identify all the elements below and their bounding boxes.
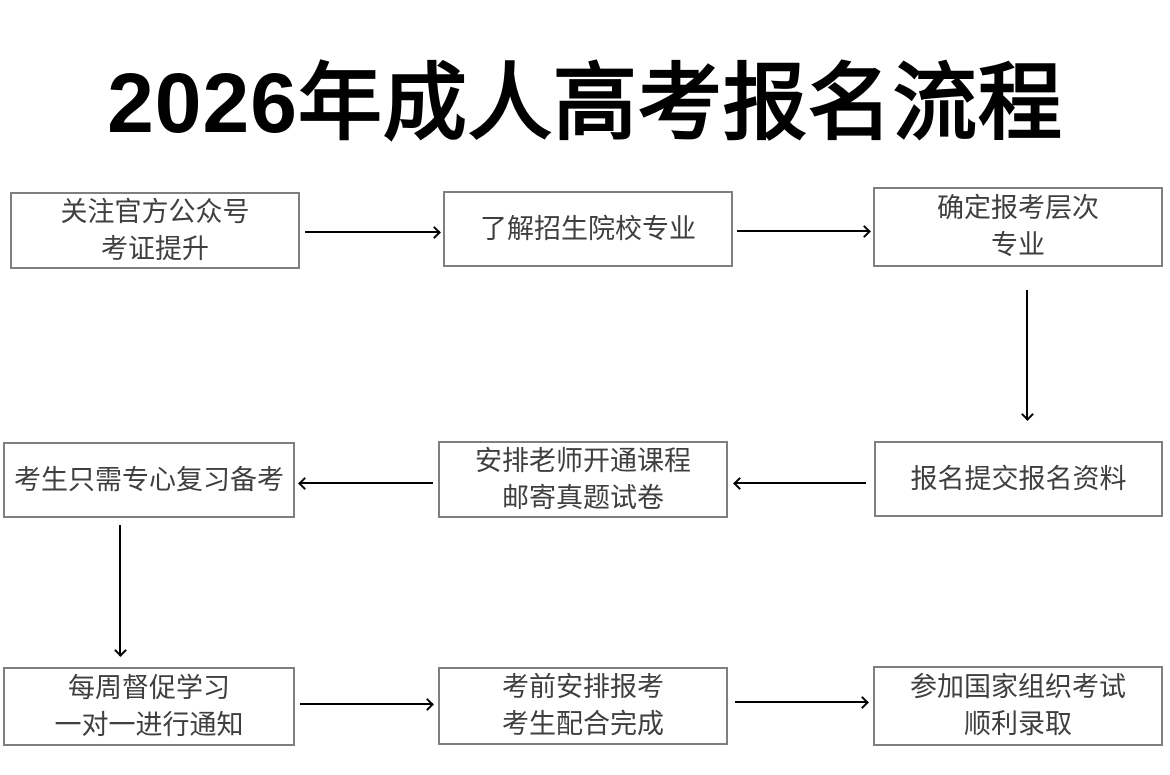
flow-node-label: 确定报考层次 xyxy=(937,193,1099,223)
arrow-teacher-opens-course-to-focus-on-review xyxy=(298,476,433,490)
arrow-head-icon xyxy=(856,695,869,709)
flow-node-pre-exam-arrangement: 考前安排报考考生配合完成 xyxy=(438,667,728,745)
flow-node-label: 考生只需专心复习备考 xyxy=(14,464,284,495)
arrow-pre-exam-arrangement-to-national-exam-admission xyxy=(735,695,869,709)
flow-node-label: 参加国家组织考试 xyxy=(910,672,1126,702)
arrow-line xyxy=(735,701,868,703)
arrow-submit-registration-to-teacher-opens-course xyxy=(733,476,866,490)
arrow-focus-on-review-to-weekly-supervision xyxy=(113,525,127,657)
flow-node-label: 了解招生院校专业 xyxy=(480,213,696,244)
flow-node-label: 报名提交报名资料 xyxy=(910,463,1127,494)
arrow-head-icon xyxy=(113,644,127,657)
flow-node-label: 顺利录取 xyxy=(964,709,1072,739)
arrow-head-icon xyxy=(298,476,311,490)
flow-node-label: 考前安排报考 xyxy=(502,672,664,702)
arrow-head-icon xyxy=(1020,408,1034,421)
arrow-follow-official-account-to-learn-colleges-majors xyxy=(305,225,441,239)
flow-node-label: 考生配合完成 xyxy=(502,709,664,739)
arrow-learn-colleges-majors-to-confirm-level-major xyxy=(737,224,871,238)
flow-node-label: 邮寄真题试卷 xyxy=(502,482,664,513)
flow-node-weekly-supervision: 每周督促学习一对一进行通知 xyxy=(3,667,295,746)
arrow-line xyxy=(299,482,433,484)
arrow-confirm-level-major-to-submit-registration xyxy=(1020,290,1034,421)
flow-node-teacher-opens-course: 安排老师开通课程邮寄真题试卷 xyxy=(438,441,728,518)
flow-node-confirm-level-major: 确定报考层次专业 xyxy=(873,187,1163,267)
flow-node-learn-colleges-majors: 了解招生院校专业 xyxy=(443,191,733,267)
flow-node-focus-on-review: 考生只需专心复习备考 xyxy=(3,442,295,518)
arrow-line xyxy=(119,525,121,656)
arrow-line xyxy=(1026,290,1028,420)
arrow-line xyxy=(305,231,440,233)
flow-node-label: 一对一进行通知 xyxy=(54,709,244,740)
flow-node-label: 每周督促学习 xyxy=(68,672,230,703)
arrow-head-icon xyxy=(858,224,871,238)
arrow-head-icon xyxy=(733,476,746,490)
flow-node-follow-official-account: 关注官方公众号考证提升 xyxy=(10,192,300,269)
flow-node-label: 关注官方公众号 xyxy=(60,196,250,227)
arrow-line xyxy=(737,230,870,232)
diagram-title: 2026年成人高考报名流程 xyxy=(107,56,1063,150)
flow-node-label: 安排老师开通课程 xyxy=(475,445,691,476)
flow-node-submit-registration: 报名提交报名资料 xyxy=(874,441,1163,517)
flow-node-label: 考证提升 xyxy=(101,233,209,264)
arrow-line xyxy=(300,703,433,705)
arrow-weekly-supervision-to-pre-exam-arrangement xyxy=(300,697,434,711)
arrow-head-icon xyxy=(421,697,434,711)
arrow-head-icon xyxy=(428,225,441,239)
arrow-line xyxy=(734,482,866,484)
flow-node-label: 专业 xyxy=(991,230,1045,260)
flow-node-national-exam-admission: 参加国家组织考试顺利录取 xyxy=(873,666,1163,746)
